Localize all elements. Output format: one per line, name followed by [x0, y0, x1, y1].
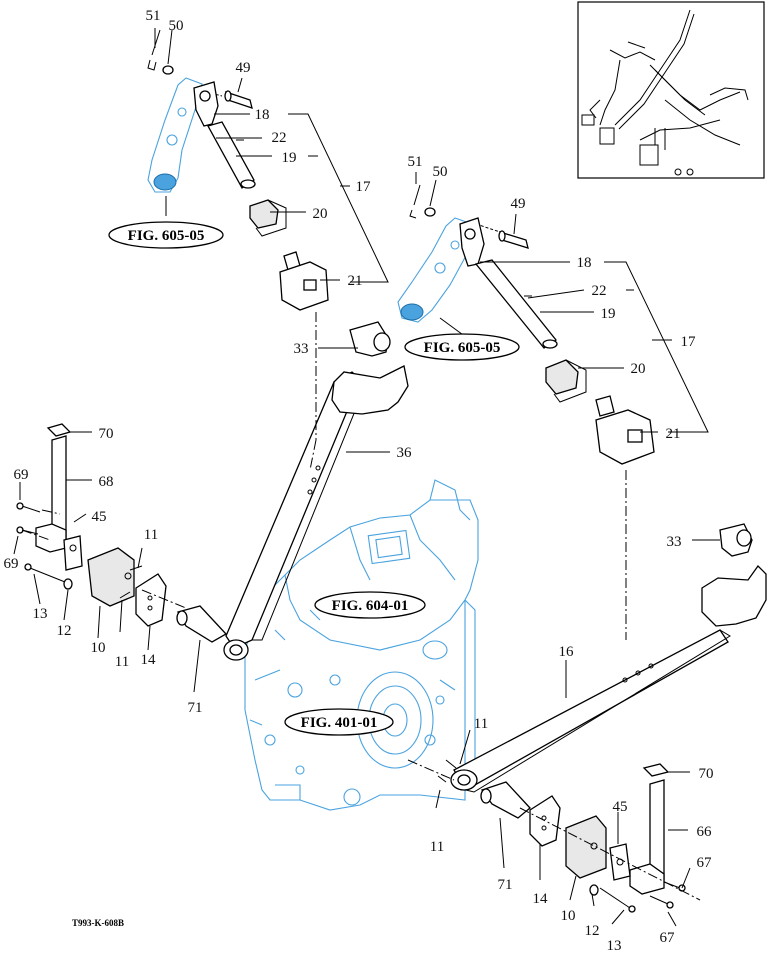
- fig-ref-label: FIG. 605-05: [424, 340, 501, 356]
- callout: 33: [667, 534, 682, 550]
- figure-reference-labels: FIG. 605-05 FIG. 605-05 FIG. 604-01 FIG.…: [108, 221, 520, 736]
- callout: 51: [146, 8, 161, 24]
- right-stabilizer-hardware: [437, 759, 686, 913]
- callout: 36: [397, 445, 413, 461]
- callout: 12: [57, 623, 72, 639]
- diagram-code: T993-K-608B: [72, 918, 124, 928]
- callout: 68: [99, 474, 114, 490]
- callout: 17: [356, 179, 372, 195]
- lower-link-right: [450, 523, 767, 793]
- callout: 21: [348, 273, 363, 289]
- callout: 18: [255, 107, 270, 123]
- callout: 22: [592, 283, 607, 299]
- left-stabilizer-hardware: [16, 423, 228, 643]
- callout: 69: [14, 467, 29, 483]
- fig-ref-label: FIG. 401-01: [301, 715, 378, 731]
- callout: 12: [585, 923, 600, 939]
- callout: 19: [282, 150, 297, 166]
- callout: 22: [272, 130, 287, 146]
- fig-ref-401-01[interactable]: FIG. 401-01: [284, 708, 394, 736]
- callout: 14: [533, 891, 549, 907]
- callout: 10: [91, 640, 106, 656]
- callout: 51: [408, 154, 423, 170]
- callout: 19: [601, 306, 616, 322]
- callout: 16: [559, 644, 575, 660]
- callout: 11: [474, 716, 488, 732]
- callout: 10: [561, 908, 576, 924]
- fig-ref-604-01[interactable]: FIG. 604-01: [314, 591, 426, 619]
- callout: 11: [430, 839, 444, 855]
- leader-lines: [13, 28, 720, 927]
- callout: 21: [666, 426, 681, 442]
- callout: 20: [313, 206, 328, 222]
- callout: 13: [607, 938, 622, 954]
- callout: 50: [169, 18, 184, 34]
- callout: 49: [511, 196, 526, 212]
- callout: 18: [577, 255, 592, 271]
- transmission-housing-reference: [244, 479, 479, 811]
- callout: 71: [498, 877, 513, 893]
- callout: 33: [294, 341, 309, 357]
- callout: 70: [99, 426, 114, 442]
- fig-ref-605-05-right[interactable]: FIG. 605-05: [404, 333, 520, 361]
- callout: 69: [4, 556, 19, 572]
- fig-ref-label: FIG. 604-01: [332, 598, 409, 614]
- right-lift-arm-assembly: [397, 184, 655, 465]
- lower-link-left: [223, 321, 409, 661]
- fig-ref-605-05-left[interactable]: FIG. 605-05: [108, 221, 224, 249]
- callout: 50: [433, 164, 448, 180]
- fig-ref-label: FIG. 605-05: [128, 228, 205, 244]
- callout: 45: [92, 509, 107, 525]
- callout: 14: [141, 652, 157, 668]
- callout: 45: [613, 799, 628, 815]
- inset-overview: [577, 1, 765, 179]
- callout: 49: [236, 60, 251, 76]
- callout: 67: [697, 855, 713, 871]
- callout: 67: [660, 930, 676, 946]
- callout: 11: [144, 527, 158, 543]
- callout: 11: [115, 654, 129, 670]
- callout: 66: [697, 824, 713, 840]
- callout: 70: [699, 766, 714, 782]
- callout: 71: [188, 700, 203, 716]
- callout: 13: [33, 606, 48, 622]
- callout: 17: [681, 334, 697, 350]
- callout-numbers: 51 50 49 18 22 19 17 20 21 33 36 70 68 4…: [4, 8, 714, 954]
- callout: 20: [631, 361, 646, 377]
